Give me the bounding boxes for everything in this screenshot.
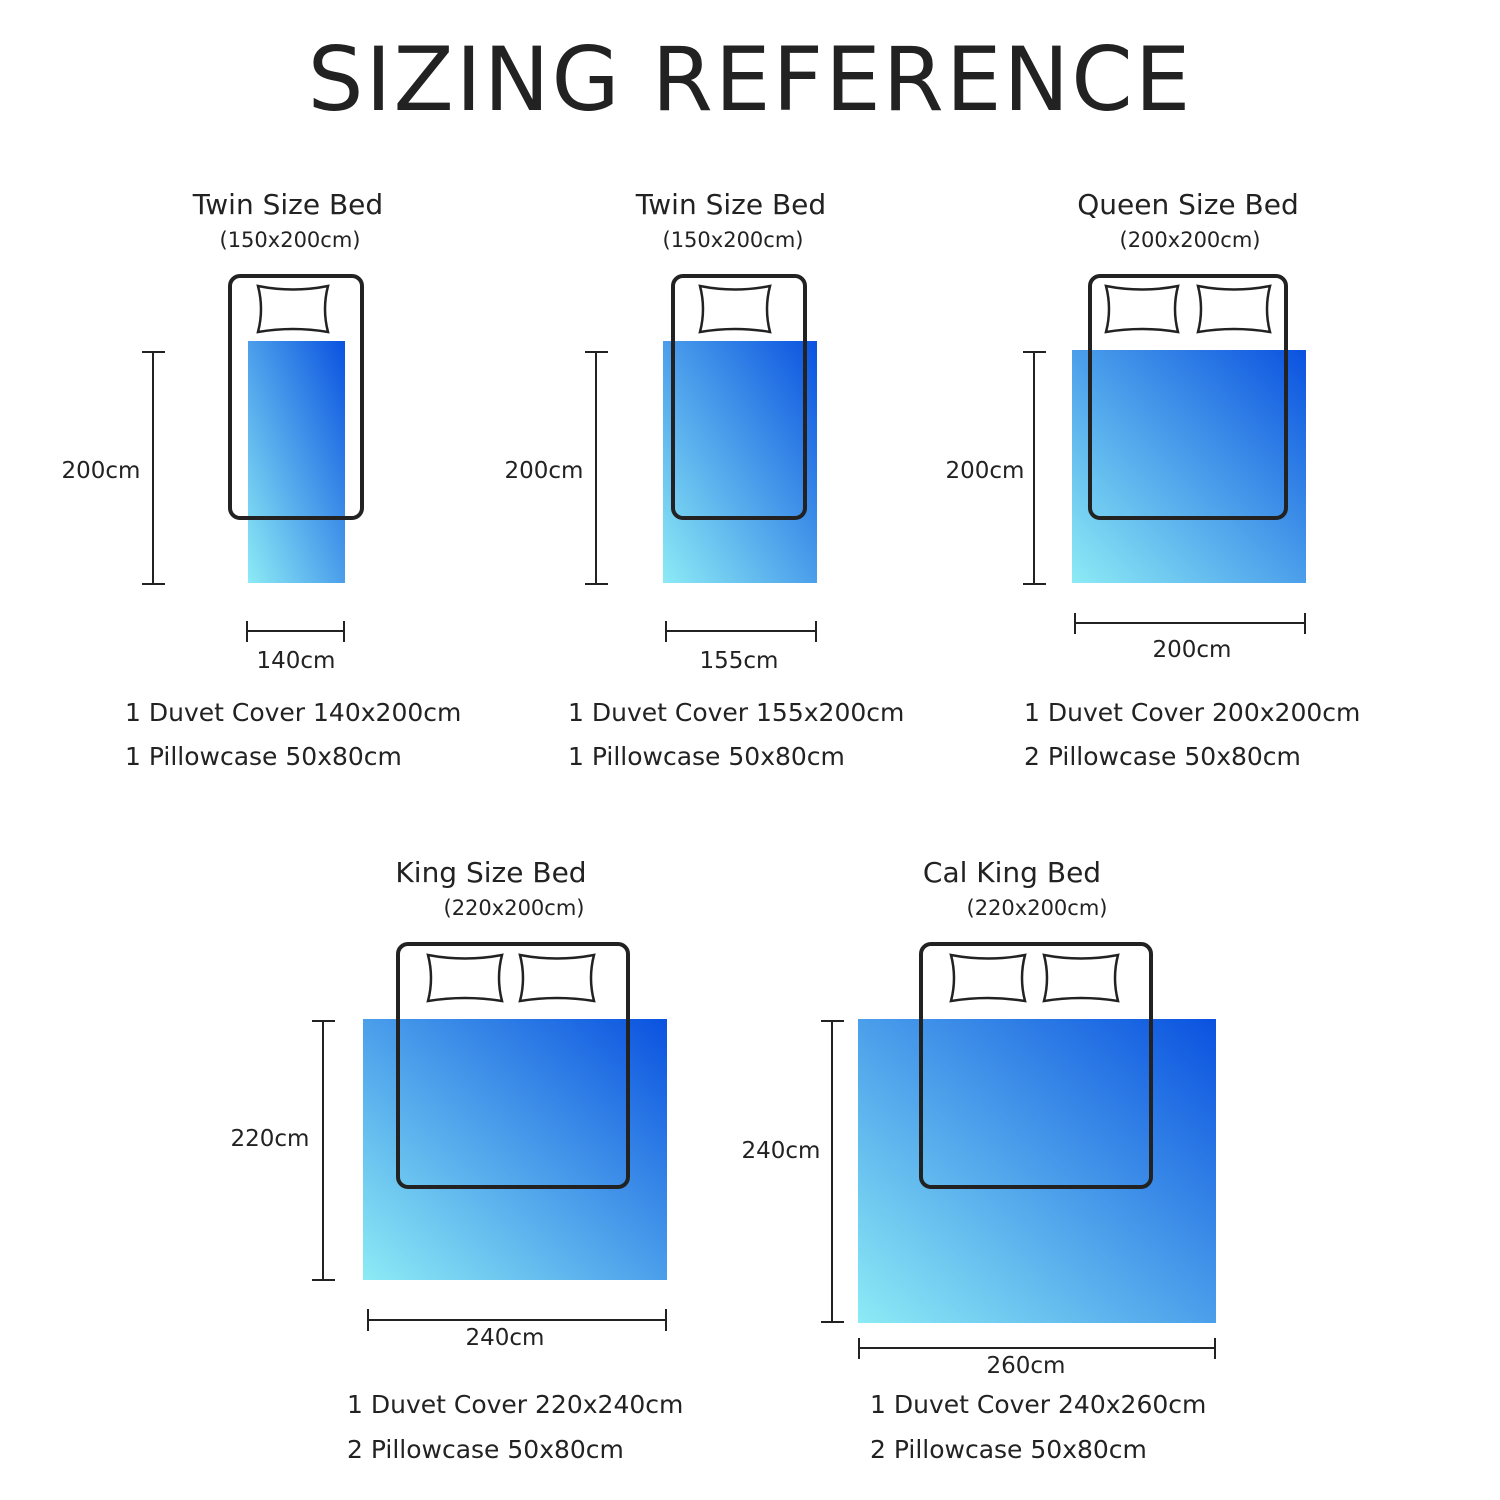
- pillow-icon: [949, 953, 1027, 1003]
- width-dimension-line: [665, 621, 817, 642]
- duvet-cover: [663, 341, 817, 583]
- pillow-icon: [698, 284, 772, 334]
- duvet-cover-line: 1 Duvet Cover 155x200cm: [568, 698, 904, 727]
- height-dimension-line: [821, 1020, 844, 1323]
- duvet-cover: [248, 341, 345, 583]
- duvet-cover: [858, 1019, 1216, 1323]
- bed-diagram-king: King Size Bed (220x200cm) 220cm 240cm 1 …: [231, 856, 684, 1464]
- duvet-cover: [1072, 350, 1306, 583]
- bed-frame: [228, 274, 364, 520]
- bed-frame: [1088, 274, 1288, 520]
- height-label: 200cm: [62, 458, 141, 484]
- page-title: SIZING REFERENCE: [307, 28, 1193, 131]
- bed-name: Twin Size Bed: [635, 188, 826, 221]
- pillowcase-line: 2 Pillowcase 50x80cm: [870, 1435, 1147, 1464]
- bed-size: (220x200cm): [444, 896, 585, 920]
- pillow-icon: [518, 953, 596, 1003]
- bed-name: King Size Bed: [395, 856, 586, 889]
- pillowcase-line: 1 Pillowcase 50x80cm: [568, 742, 845, 771]
- width-dimension-line: [858, 1338, 1216, 1359]
- height-dimension-line: [312, 1020, 335, 1281]
- duvet-cover: [363, 1019, 667, 1280]
- pillow-icon: [1196, 284, 1272, 334]
- bed-size: (220x200cm): [967, 896, 1108, 920]
- bed-size: (200x200cm): [1120, 228, 1261, 252]
- bed-name: Cal King Bed: [923, 856, 1101, 889]
- width-label: 140cm: [257, 648, 336, 674]
- pillowcase-line: 2 Pillowcase 50x80cm: [1024, 742, 1301, 771]
- height-label: 240cm: [742, 1138, 821, 1164]
- height-dimension-line: [142, 351, 165, 585]
- duvet-cover-line: 1 Duvet Cover 220x240cm: [347, 1390, 683, 1419]
- bed-frame: [671, 274, 807, 520]
- bed-frame: [396, 942, 630, 1189]
- bed-diagram-cal-king: Cal King Bed (220x200cm) 240cm 260cm 1 D…: [742, 856, 1216, 1464]
- bed-diagram-twin-155: Twin Size Bed (150x200cm) 200cm 155cm 1 …: [505, 188, 905, 771]
- height-label: 220cm: [231, 1126, 310, 1152]
- bed-name: Queen Size Bed: [1077, 188, 1298, 221]
- bed-size: (150x200cm): [220, 228, 361, 252]
- pillow-icon: [1104, 284, 1180, 334]
- pillowcase-line: 1 Pillowcase 50x80cm: [125, 742, 402, 771]
- bed-diagram-twin-140: Twin Size Bed (150x200cm) 200cm 140cm 1 …: [62, 188, 462, 771]
- duvet-cover-line: 1 Duvet Cover 200x200cm: [1024, 698, 1360, 727]
- width-label: 240cm: [466, 1325, 545, 1351]
- height-label: 200cm: [505, 458, 584, 484]
- width-dimension-line: [367, 1309, 667, 1331]
- width-dimension-line: [246, 621, 345, 642]
- bed-diagram-queen: Queen Size Bed (200x200cm) 200cm 200cm 1…: [946, 188, 1361, 771]
- height-label: 200cm: [946, 458, 1025, 484]
- bed-size: (150x200cm): [663, 228, 804, 252]
- height-dimension-line: [585, 351, 608, 585]
- height-dimension-line: [1023, 351, 1046, 585]
- pillowcase-line: 2 Pillowcase 50x80cm: [347, 1435, 624, 1464]
- pillow-icon: [256, 284, 330, 334]
- bed-frame: [919, 942, 1153, 1189]
- bed-name: Twin Size Bed: [192, 188, 383, 221]
- pillow-icon: [426, 953, 504, 1003]
- duvet-cover-line: 1 Duvet Cover 240x260cm: [870, 1390, 1206, 1419]
- width-label: 200cm: [1153, 637, 1232, 663]
- duvet-cover-line: 1 Duvet Cover 140x200cm: [125, 698, 461, 727]
- width-dimension-line: [1074, 613, 1306, 634]
- width-label: 260cm: [987, 1353, 1066, 1379]
- width-label: 155cm: [700, 648, 779, 674]
- pillow-icon: [1042, 953, 1120, 1003]
